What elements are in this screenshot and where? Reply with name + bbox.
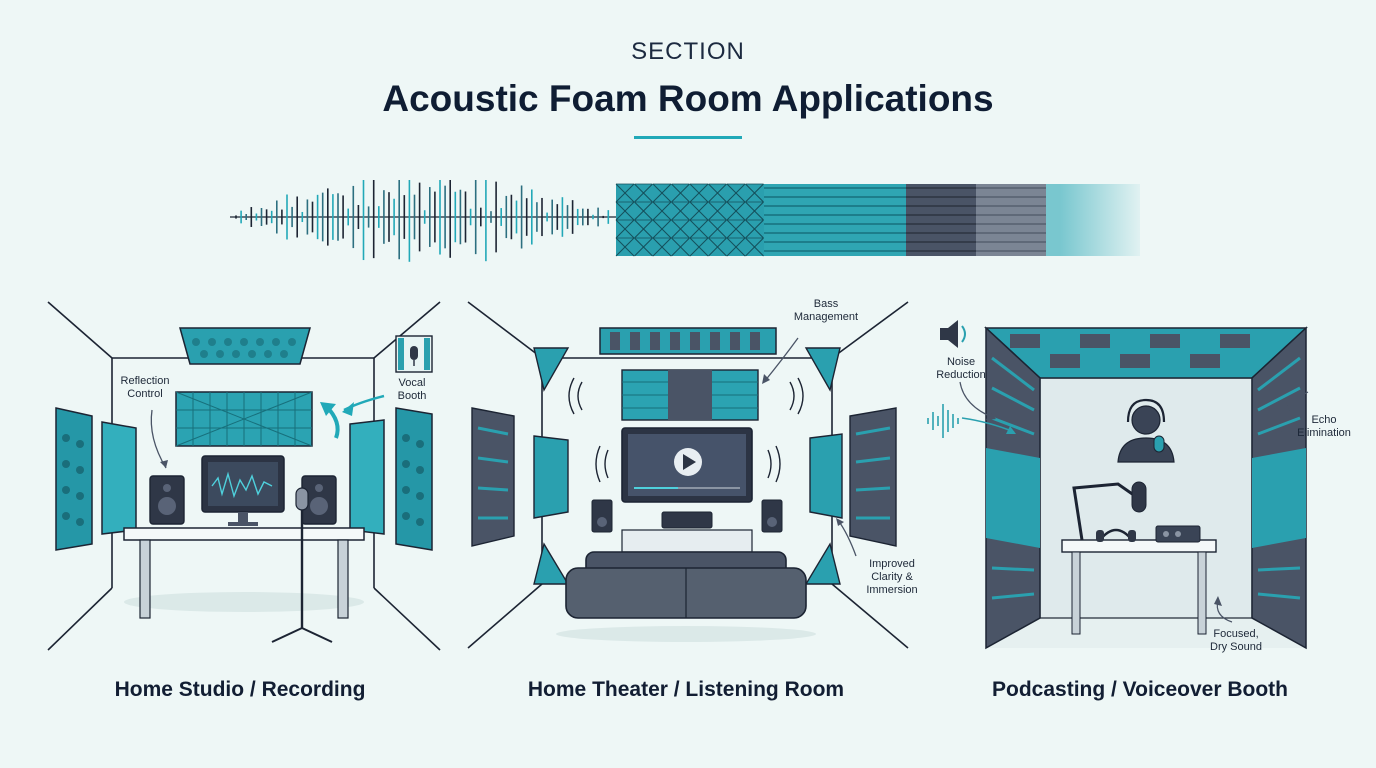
- waveform-foam-banner: [230, 180, 1150, 262]
- callout-text: Bass Management: [793, 298, 859, 323]
- home-studio-illustration: [47, 301, 441, 651]
- callout-focused-dry-sound: Focused, Dry Sound: [1200, 628, 1272, 654]
- callout-noise-reduction: Noise Reduction: [930, 356, 992, 382]
- caption-home-theater: Home Theater / Listening Room: [527, 678, 845, 701]
- caption-home-studio: Home Studio / Recording: [114, 678, 366, 701]
- callout-text: Echo Elimination: [1297, 414, 1351, 439]
- callout-echo-elimination: Echo Elimination: [1284, 414, 1364, 440]
- section-eyebrow: SECTION: [631, 38, 745, 65]
- podcast-booth-illustration: [927, 320, 1309, 650]
- foam-strip: [615, 183, 1150, 257]
- callout-bass-management: Bass Management: [786, 298, 866, 324]
- callout-reflection-control: Reflection Control: [112, 375, 178, 401]
- sound-waveform: [230, 180, 616, 262]
- callout-text: Noise Reduction: [936, 356, 986, 381]
- callout-text: Focused, Dry Sound: [1210, 628, 1262, 653]
- page-title: Acoustic Foam Room Applications: [382, 78, 994, 119]
- header: SECTION Acoustic Foam Room Applications: [0, 38, 1376, 139]
- callout-improved-clarity: Improved Clarity & Immersion: [856, 558, 928, 597]
- callout-text: Reflection Control: [120, 375, 170, 400]
- home-theater-illustration: [467, 301, 909, 649]
- caption-podcast-booth: Podcasting / Voiceover Booth: [992, 678, 1288, 701]
- callout-vocal-booth: Vocal Booth: [384, 377, 440, 403]
- callout-text: Vocal Booth: [397, 377, 427, 402]
- callout-text: Improved Clarity & Immersion: [866, 558, 918, 596]
- title-underline: [634, 136, 742, 139]
